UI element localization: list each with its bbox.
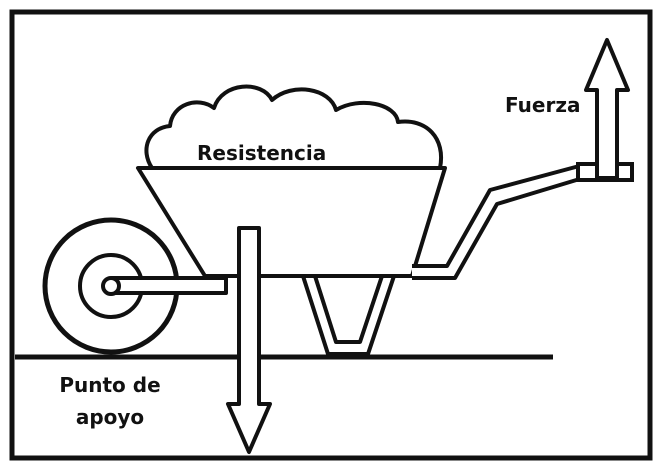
resistance-arrow (226, 226, 272, 454)
axle-bolt (101, 276, 121, 296)
load-cloud (144, 84, 444, 170)
wheel-axle-arm (111, 276, 228, 295)
resistance-label: Resistencia (197, 141, 326, 165)
fulcrum-label-line1: Punto de (59, 373, 160, 397)
force-arrow (584, 38, 630, 180)
wheelbarrow-leg (301, 275, 396, 356)
force-label: Fuerza (505, 93, 580, 117)
fulcrum-label-line2: apoyo (76, 405, 144, 429)
